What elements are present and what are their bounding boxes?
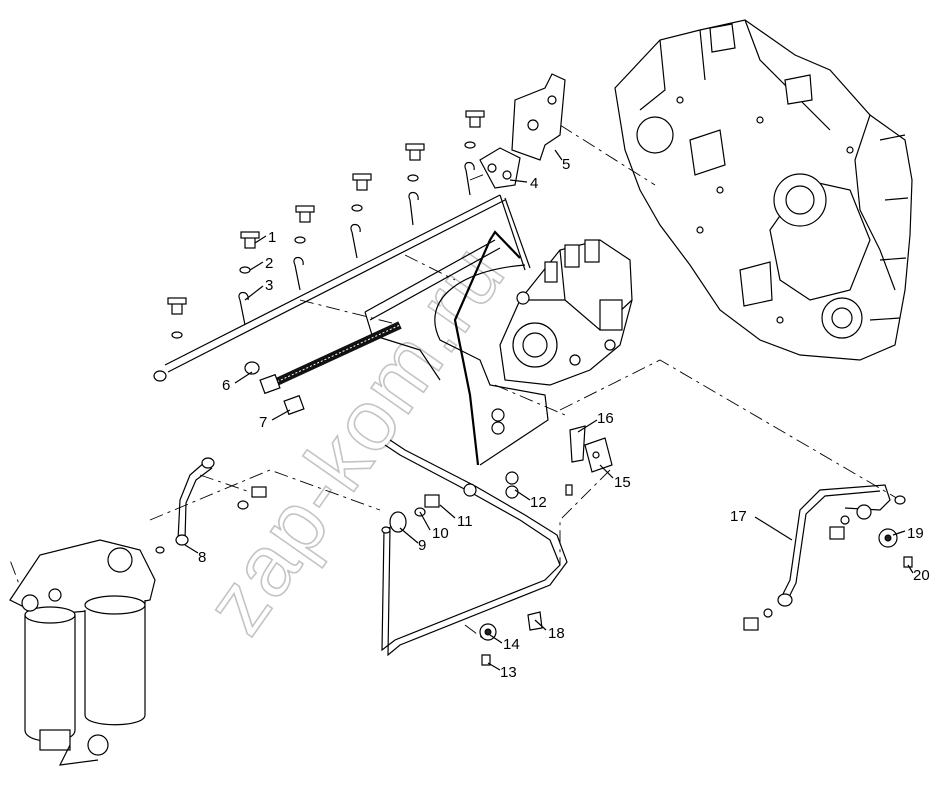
sealing-washers: [153, 141, 476, 382]
bolt-icon: [240, 231, 260, 249]
pipe-clamp: [565, 425, 613, 496]
callout-16: 16: [597, 410, 614, 427]
callout-4: 4: [530, 175, 538, 192]
callout-6: 6: [222, 377, 230, 394]
banjo-bolt-icon: [414, 494, 440, 517]
callout-18: 18: [548, 625, 565, 642]
bolt-icon: [352, 173, 372, 191]
callout-3: 3: [265, 277, 273, 294]
banjo-bolt-icon: [829, 526, 845, 540]
banjo-bolt-icon: [237, 486, 267, 510]
callout-15: 15: [614, 474, 631, 491]
fuel-pipe-17: [743, 484, 913, 631]
callout-5: 5: [562, 156, 570, 173]
fuel-injection-pump: [499, 239, 633, 386]
callout-20: 20: [913, 567, 930, 584]
callout-19: 19: [907, 525, 924, 542]
callout-11: 11: [457, 513, 473, 530]
fittings: [155, 408, 519, 554]
bolt-icon: [743, 617, 759, 631]
callout-17: 17: [730, 508, 747, 525]
bolt-icon: [405, 143, 425, 161]
callout-2: 2: [265, 255, 273, 272]
watermark-text: zap-kom.ru: [187, 227, 524, 651]
injection-lines: [164, 161, 531, 373]
callout-8: 8: [198, 549, 206, 566]
clamp-block: [479, 147, 521, 189]
gear-housing: [614, 19, 913, 361]
clamp-14: [479, 611, 543, 666]
fuel-hose: [244, 321, 402, 416]
injector-bolts: [167, 110, 485, 315]
bolt-icon: [465, 110, 485, 128]
callout-10: 10: [432, 525, 449, 542]
callout-12: 12: [530, 494, 547, 511]
callout-13: 13: [500, 664, 517, 681]
watermark: zap-kom.ru: [186, 226, 524, 651]
bracket-19: [878, 528, 898, 548]
callout-numbers: 1 2 3 4 5 6 7 8 9 10 11 12 13 14 15 16 1…: [198, 156, 930, 681]
callout-9: 9: [418, 537, 426, 554]
fuel-filter-assembly: [9, 539, 156, 766]
callout-14: 14: [503, 636, 520, 653]
callout-leaders: [184, 149, 914, 671]
bolt-icon: [167, 297, 187, 315]
fuel-pipes: [175, 230, 568, 657]
callout-7: 7: [259, 414, 267, 431]
mounting-bracket: [511, 73, 566, 161]
callout-1: 1: [268, 229, 276, 246]
bolt-icon: [295, 205, 315, 223]
